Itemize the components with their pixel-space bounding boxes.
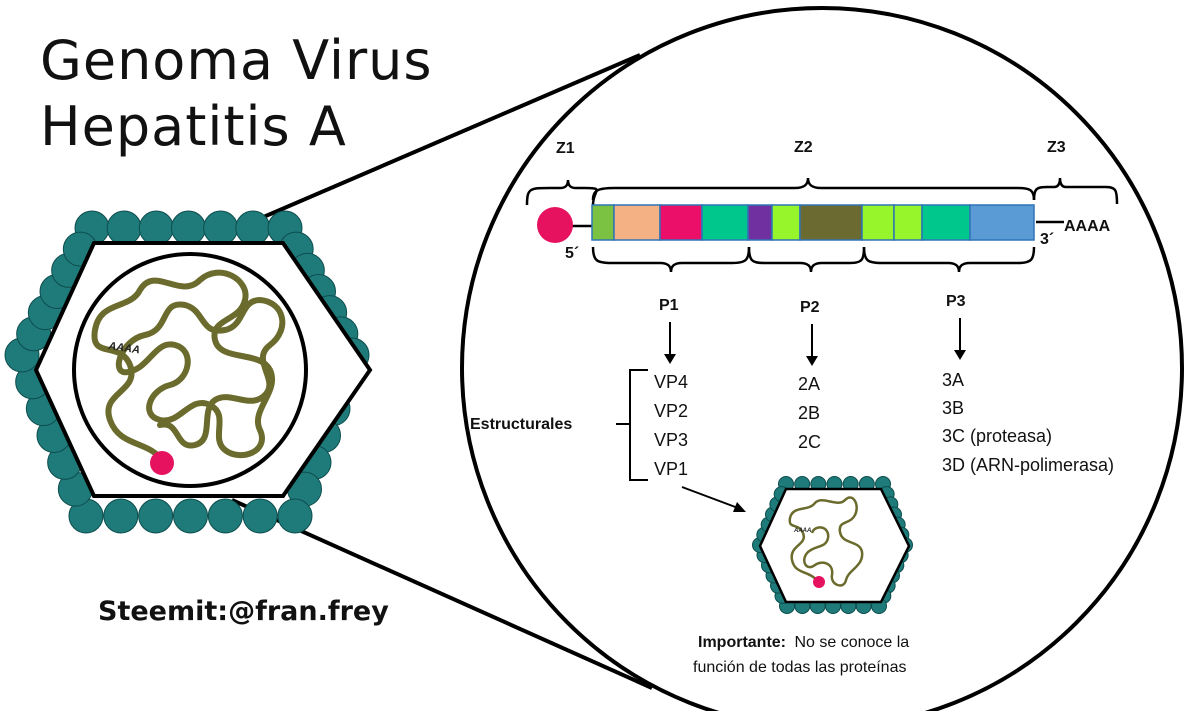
note-line-1: No se conoce la — [794, 634, 909, 651]
genome-segment — [799, 204, 863, 241]
label-3prime: 3´ — [1040, 231, 1054, 248]
protein-vp4: VP4 — [654, 372, 688, 392]
protein-3c: 3C (proteasa) — [942, 426, 1052, 446]
protein-vp2: VP2 — [654, 401, 688, 421]
virion-small: AAAA — [752, 476, 913, 614]
region-label-z3: Z3 — [1047, 139, 1066, 156]
protein-3a: 3A — [942, 370, 964, 390]
capsid-hexagon-small — [758, 487, 911, 604]
brace-z1 — [525, 179, 598, 206]
protein-2a: 2A — [798, 374, 820, 394]
protein-3b: 3B — [942, 398, 964, 418]
zoom-line-top — [237, 53, 641, 230]
genome-segment — [591, 204, 615, 241]
protein-vp3: VP3 — [654, 430, 688, 450]
page-title: Genoma Virus Hepatitis A — [40, 28, 433, 160]
rna-polya-tail: AAAA — [107, 340, 141, 356]
genome-map: Z1 Z2 Z3 5´ 3´ AAAA P1 P2 P3 — [525, 139, 1119, 366]
author-credit: Steemit:@fran.frey — [98, 596, 389, 627]
capsomer — [235, 210, 271, 246]
genome-segment — [921, 204, 971, 241]
capsomer — [242, 498, 278, 534]
arrow-p3 — [954, 318, 966, 360]
brace-z2 — [591, 177, 1036, 201]
cap-5prime — [537, 207, 573, 243]
capsid-inner-circle — [72, 252, 308, 488]
note-line-2: función de todas las proteínas — [693, 659, 906, 676]
rna-polya-tail-small: AAAA — [793, 528, 811, 534]
capsomer — [207, 498, 243, 534]
polyprotein-label-p2: P2 — [800, 299, 820, 316]
protein-list-p1: VP4 VP2 VP3 VP1 — [654, 372, 688, 479]
arrow-p1 — [664, 322, 676, 364]
note-bold-label: Importante: — [698, 634, 786, 651]
protein-list-p2: 2A 2B 2C — [798, 374, 821, 452]
protein-vp1: VP1 — [654, 459, 688, 479]
protein-2b: 2B — [798, 403, 820, 423]
rna-strand-small — [788, 496, 864, 587]
protein-2c: 2C — [798, 432, 821, 452]
capsomer — [103, 498, 139, 534]
genome-segment — [659, 204, 703, 241]
genome-segment — [861, 204, 895, 241]
genome-segment — [613, 204, 661, 241]
zoom-circle — [460, 6, 1184, 711]
rna-strand — [91, 269, 286, 465]
arrow-to-virion — [681, 486, 746, 512]
capsomer — [203, 210, 239, 246]
capsomer — [173, 498, 208, 534]
brace-p3 — [862, 246, 1036, 273]
label-polya: AAAA — [1064, 218, 1111, 235]
genome-segment — [893, 204, 923, 241]
brace-p2 — [747, 246, 866, 273]
virion-large: AAAA — [4, 210, 373, 534]
capsomer — [138, 210, 174, 246]
brace-p1 — [591, 246, 751, 273]
region-label-z2: Z2 — [794, 139, 813, 156]
capsomer — [138, 498, 174, 534]
genome-segment — [701, 204, 749, 241]
genome-segments — [591, 204, 1035, 241]
genome-segment — [771, 204, 801, 241]
title-line-2: Hepatitis A — [40, 95, 347, 158]
label-5prime: 5´ — [565, 245, 579, 262]
capsomer — [106, 210, 142, 246]
arrow-p2 — [806, 324, 818, 366]
structural-bracket — [616, 369, 648, 481]
polyprotein-label-p3: P3 — [946, 293, 966, 310]
capsomer — [171, 210, 206, 246]
brace-z3 — [1032, 177, 1119, 205]
polyprotein-label-p1: P1 — [659, 297, 679, 314]
protein-list-p3: 3A 3B 3C (proteasa) 3D (ARN-polimerasa) — [942, 370, 1114, 475]
importance-note: Importante: No se conoce la — [698, 634, 909, 651]
capsomer — [277, 498, 313, 534]
genome-segment — [969, 204, 1035, 241]
region-label-z1: Z1 — [556, 140, 575, 157]
genome-segment — [747, 204, 773, 241]
cap-5prime-dot-small — [813, 576, 825, 588]
title-line-1: Genoma Virus — [40, 29, 433, 92]
structural-label: Estructurales — [470, 416, 572, 433]
cap-5prime-dot — [150, 451, 174, 475]
protein-3d: 3D (ARN-polimerasa) — [942, 455, 1114, 475]
